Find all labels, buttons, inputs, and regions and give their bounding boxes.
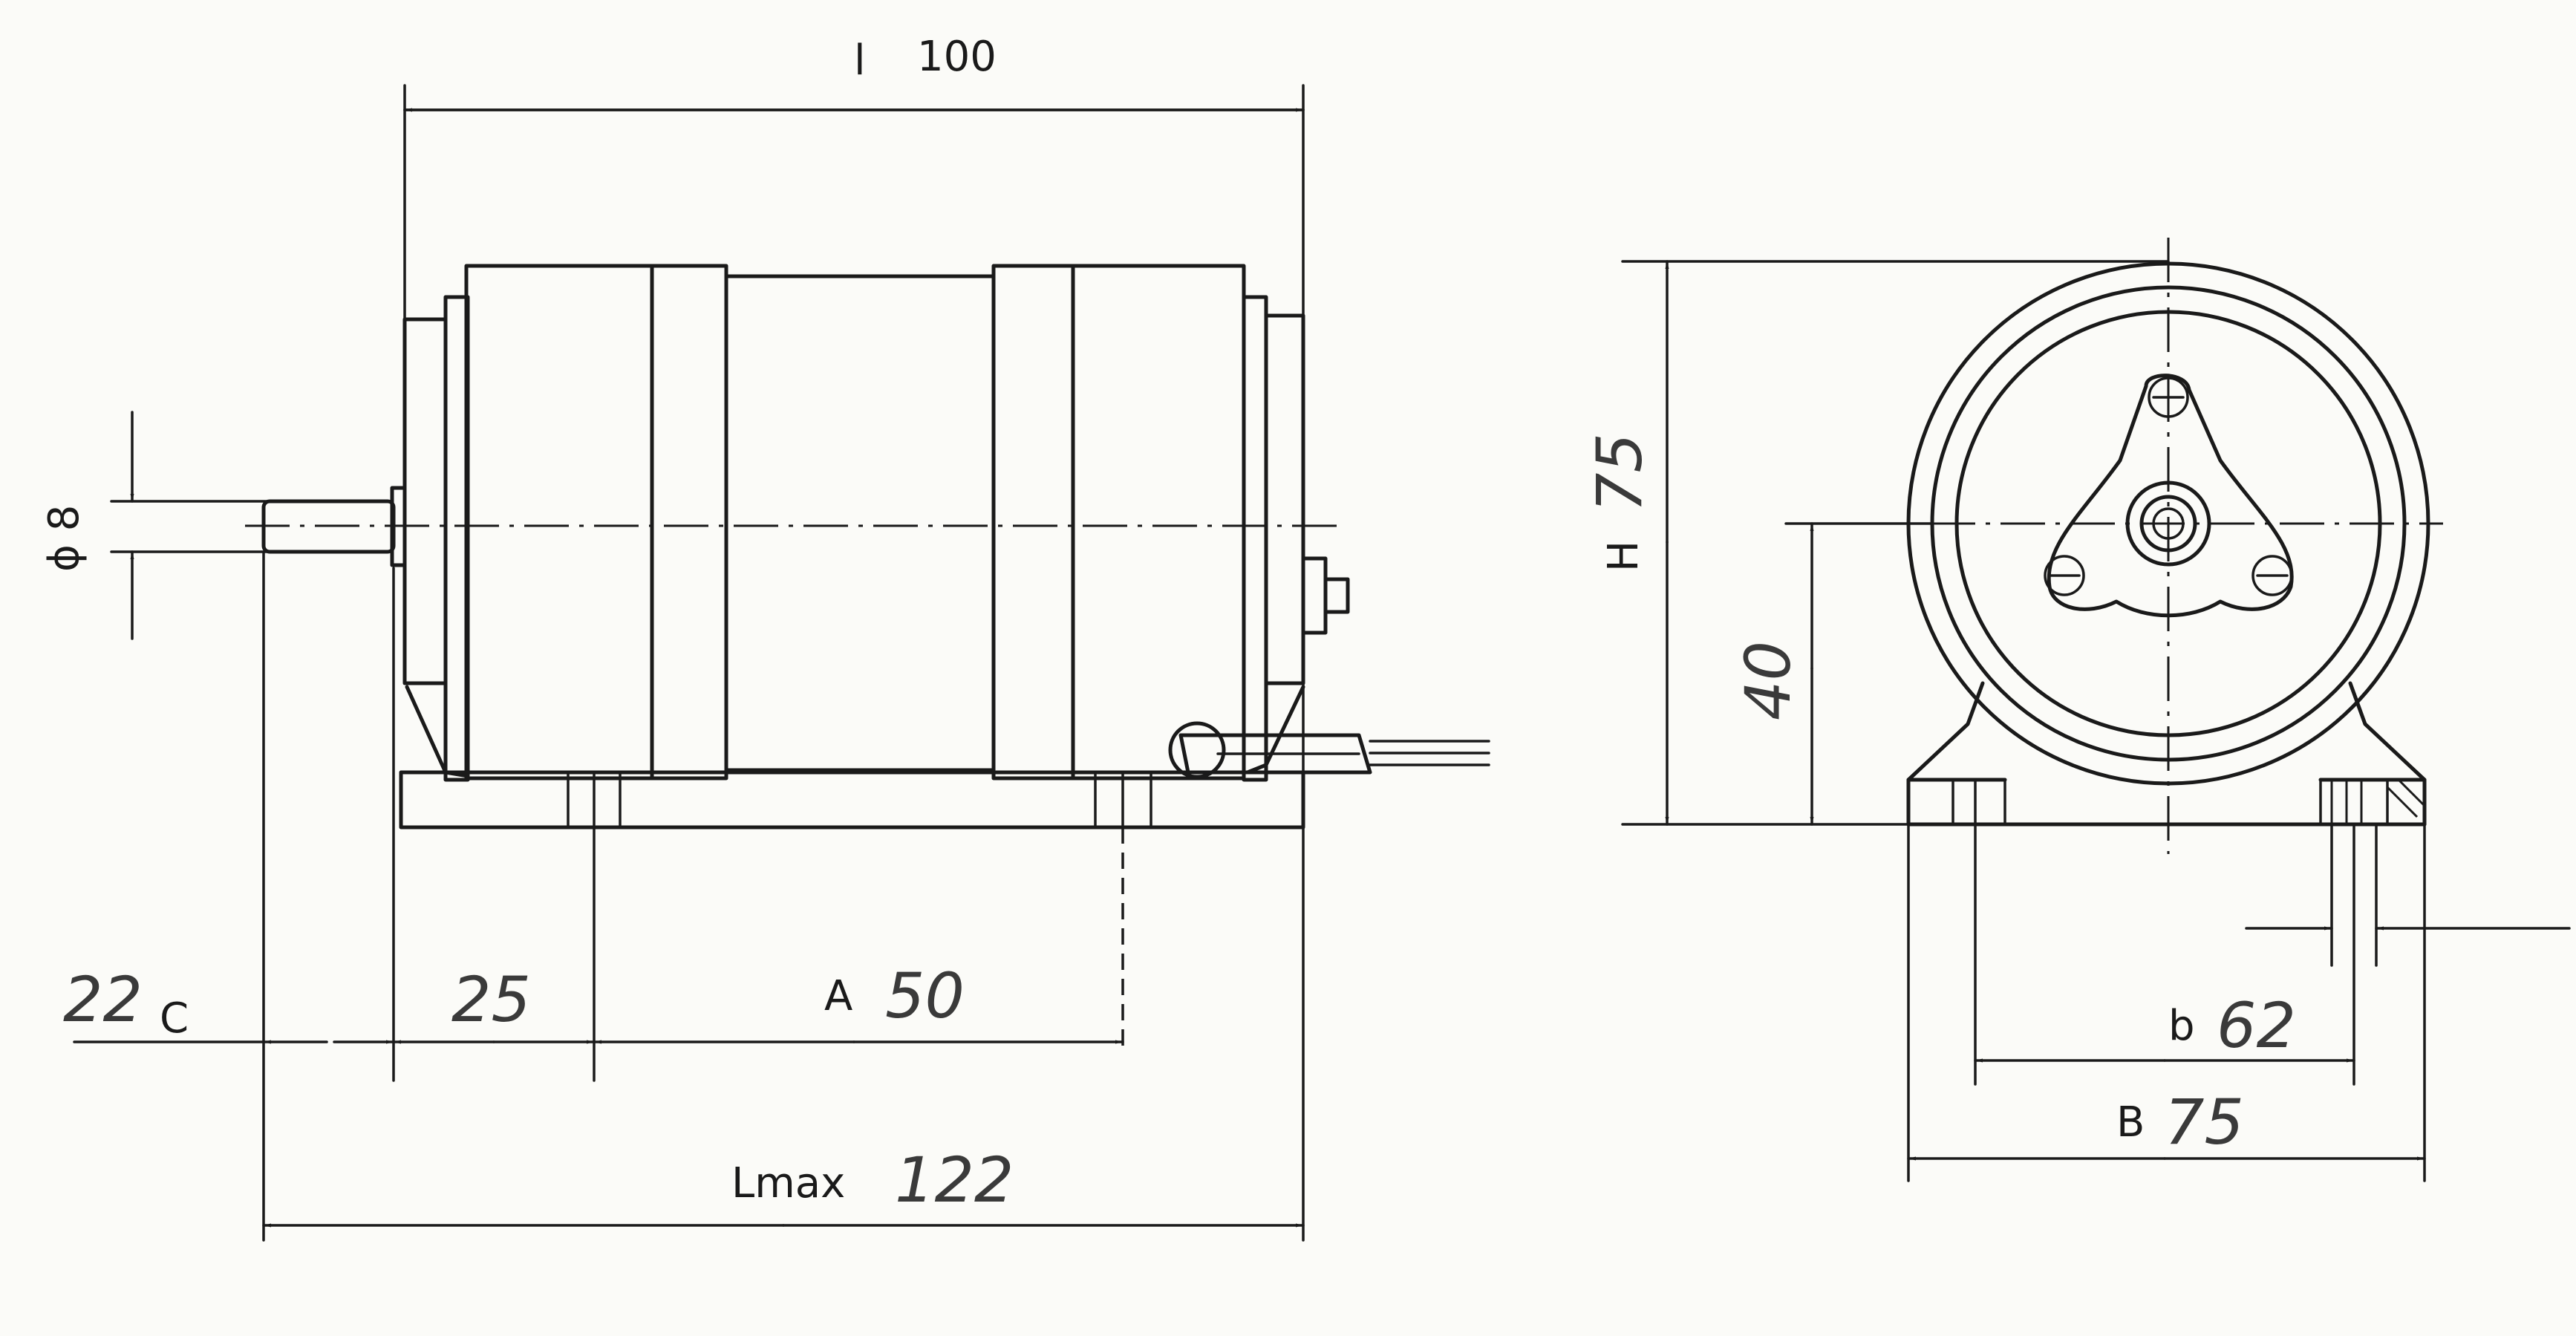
overall-length-symbol: Lmax	[731, 1159, 845, 1208]
overall-length-value: 122	[895, 1144, 1014, 1216]
rear-end-cap	[1264, 313, 1305, 685]
end-view	[1906, 238, 2443, 854]
right-base-hatch-5	[2397, 778, 2426, 807]
end-base-outline	[1906, 681, 1985, 827]
shaft-diameter-label: ϕ 8	[40, 505, 88, 572]
shaft-extension-symbol: C	[160, 994, 189, 1043]
length-symbol: l	[854, 36, 866, 85]
height-h-symbol: H	[1600, 541, 1648, 572]
left-base-hole	[1951, 778, 2006, 826]
hole-spacing-b-value: 62	[2217, 989, 2296, 1062]
hole-spacing-a-symbol: A	[824, 972, 852, 1020]
base-width-b-value: 75	[2165, 1086, 2244, 1159]
length-value: 100	[917, 33, 997, 81]
rear-flange	[1242, 295, 1268, 782]
hole-spacing-a-value: 50	[885, 959, 965, 1032]
front-end-cap	[402, 317, 448, 685]
rear-terminal-stud	[1301, 556, 1328, 635]
rear-bracket	[1245, 685, 1305, 775]
rear-stator-ring	[991, 264, 1246, 781]
center-housing	[724, 274, 996, 772]
front-stator-ring	[464, 264, 728, 781]
front-bracket	[405, 685, 470, 778]
base-width-b-symbol: B	[2116, 1098, 2145, 1147]
front-to-hole-value: 25	[451, 963, 531, 1036]
end-bracket-plate	[2047, 374, 2294, 618]
right-base-hatch-4	[2386, 786, 2419, 818]
rear-terminal-nut	[1323, 577, 1350, 614]
height-h-value: 75	[1583, 433, 1656, 512]
cable-sheath	[1178, 733, 1372, 775]
side-base-plate	[399, 770, 1305, 830]
end-view-dimensions: H 75 40 b 62 B 75	[1583, 260, 2571, 1182]
cable-grommet	[1168, 721, 1226, 779]
left-bracket-screw	[2044, 555, 2085, 596]
right-bracket-screw	[2251, 555, 2293, 596]
shaft-height-value: 40	[1732, 641, 1804, 720]
shaft-extension-value: 22	[63, 963, 143, 1036]
side-view-dimensions: l 100 ϕ 8 22 C 25 A 50 Lmax 122	[40, 33, 1305, 1242]
hole-spacing-b-symbol: b	[2168, 1002, 2195, 1050]
